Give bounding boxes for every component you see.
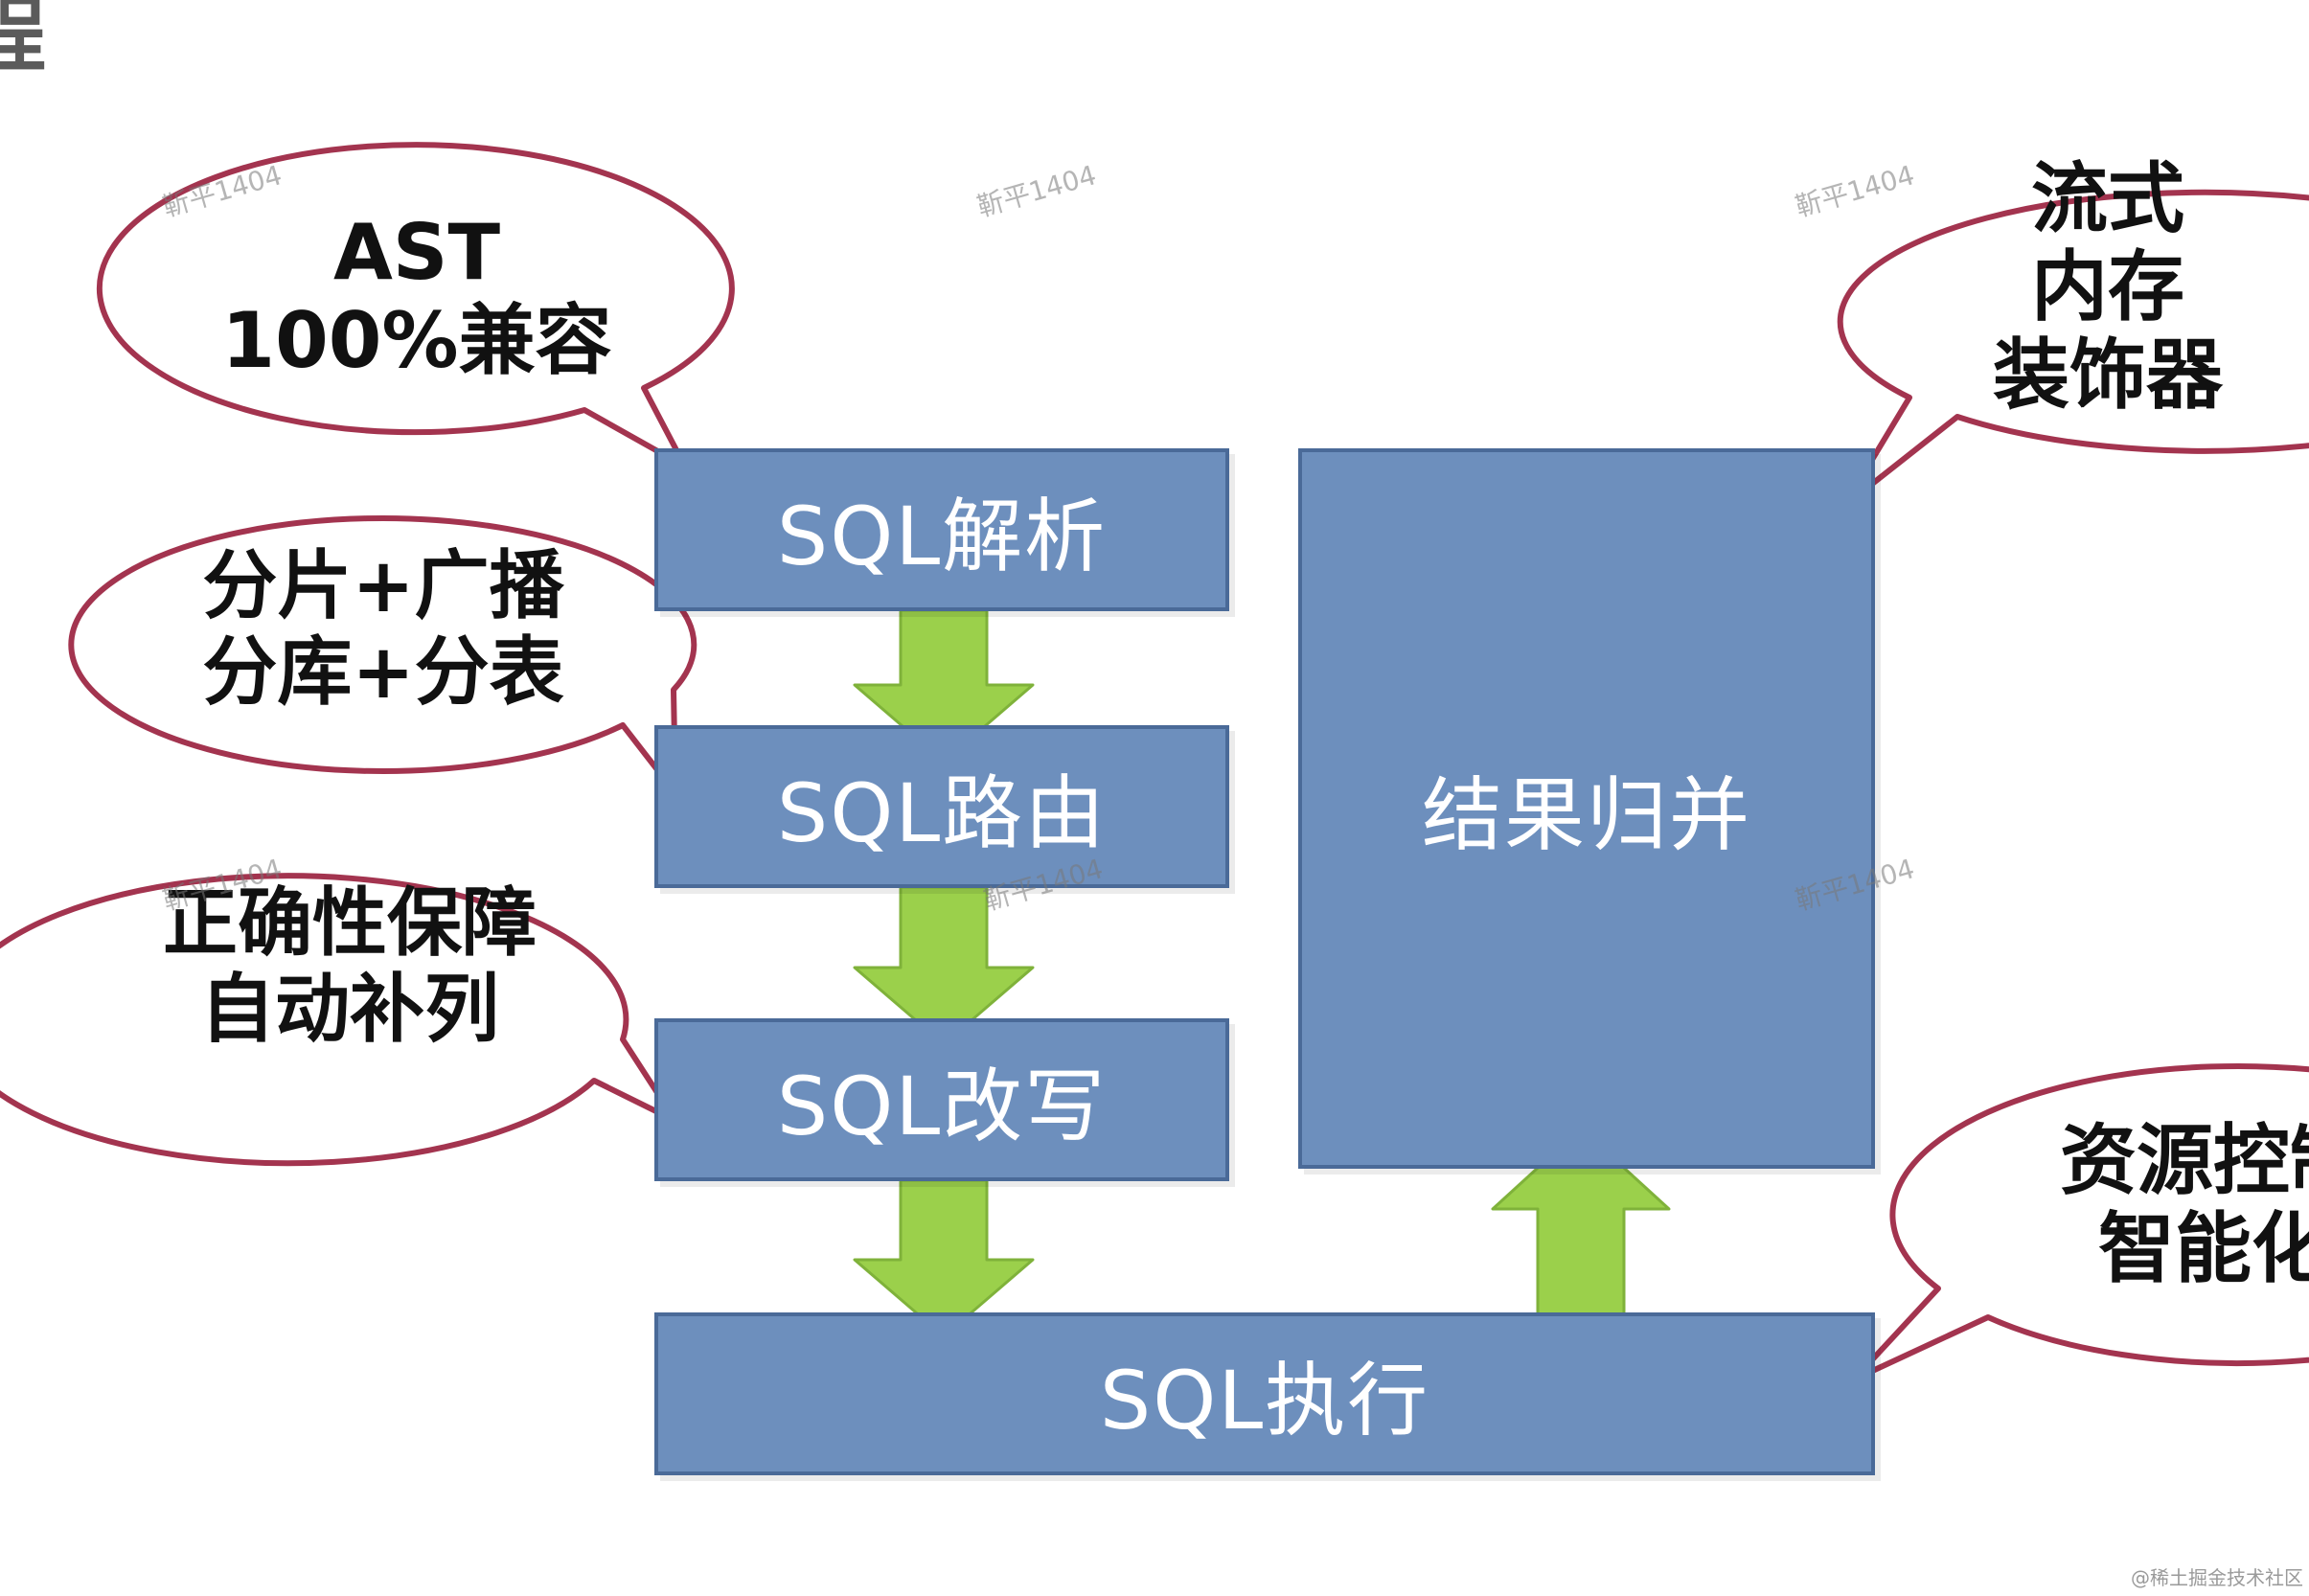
bubble-execute-text: 资源控制 智能化 xyxy=(2007,1097,2309,1312)
bubble-ast-shape xyxy=(96,142,735,469)
sql-rewrite-box: SQL改写 xyxy=(654,1018,1229,1181)
bubble-rewrite-line-1: 正确性保障 xyxy=(162,880,537,968)
bubble-rewrite-line-2: 自动补列 xyxy=(199,967,499,1053)
sql-execute-box: SQL执行 xyxy=(654,1312,1875,1475)
sql-parse-box: SQL解析 xyxy=(654,448,1229,611)
bubble-rewrite-shape xyxy=(0,873,678,1167)
bubble-execute-line-2: 智能化 xyxy=(2098,1203,2309,1293)
arrow-rewrite-to-execute xyxy=(853,1178,1035,1338)
bubble-execute-shape xyxy=(1851,1062,2309,1382)
bubble-routing-line-1: 分片+广播 xyxy=(202,542,564,629)
result-merge-box: 结果归并 xyxy=(1298,448,1875,1169)
bubble-execute-line-1: 资源控制 xyxy=(2060,1115,2309,1205)
arrow-execute-to-merge xyxy=(1491,1127,1671,1316)
bubble-merge-shape xyxy=(1837,189,2309,509)
bubble-ast-line-1: AST xyxy=(332,208,501,297)
bubble-routing-line-2: 分库+分表 xyxy=(202,628,564,716)
bubble-routing-text: 分片+广播 分库+分表 xyxy=(105,522,661,738)
bubble-rewrite-text: 正确性保障 自动补列 xyxy=(48,857,652,1078)
sql-route-box: SQL路由 xyxy=(654,725,1229,888)
bubble-routing-shape xyxy=(68,515,697,796)
bubble-ast-text: AST 100%兼容 xyxy=(144,187,690,407)
bubble-merge-line-1: 流式 xyxy=(2031,154,2184,243)
arrow-parse-to-route xyxy=(853,608,1035,764)
page-title: 程 xyxy=(0,0,46,83)
bubble-merge-text: 流式 内存 装饰器 xyxy=(1897,139,2309,436)
arrow-route-to-rewrite xyxy=(853,885,1035,1046)
source-credit: @稀土掘金技术社区 xyxy=(2131,1566,2303,1589)
bubble-merge-line-2: 内存 xyxy=(2031,242,2184,331)
bubble-merge-line-3: 装饰器 xyxy=(1993,331,2223,420)
bubble-ast-line-2: 100%兼容 xyxy=(221,296,612,385)
